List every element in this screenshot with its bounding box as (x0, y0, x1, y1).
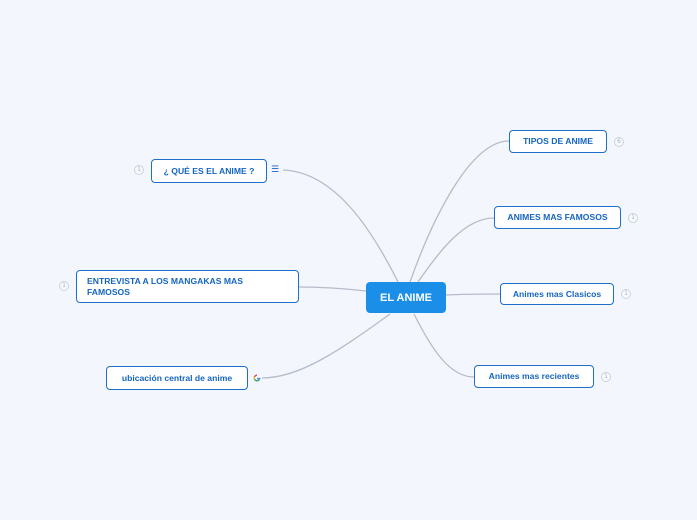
collapse-toggle-entrevista[interactable]: 1 (59, 281, 69, 291)
connector-ubicacion (261, 313, 391, 379)
topic-label: TIPOS DE ANIME (523, 136, 593, 147)
topic-label: Animes mas recientes (488, 371, 580, 382)
collapse-toggle-tipos[interactable]: 6 (614, 137, 624, 147)
collapse-toggle-que-es[interactable]: 1 (134, 165, 144, 175)
topic-label: ANIMES MAS FAMOSOS (507, 212, 608, 223)
central-topic[interactable]: EL ANIME (366, 282, 446, 313)
topic-famosos[interactable]: ANIMES MAS FAMOSOS (494, 206, 621, 229)
collapse-toggle-clasicos[interactable]: 1 (621, 289, 631, 299)
topic-label: Animes mas Clasicos (512, 288, 602, 299)
topic-entrevista[interactable]: ENTREVISTA A LOS MANGAKAS MAS FAMOSOS (76, 270, 299, 303)
google-icon[interactable] (252, 373, 262, 383)
collapse-toggle-recientes[interactable]: 1 (601, 372, 611, 382)
topic-label: ubicación central de anime (121, 372, 233, 383)
topic-ubicacion[interactable]: ubicación central de anime (106, 366, 248, 390)
topic-tipos[interactable]: TIPOS DE ANIME (509, 130, 607, 153)
connector-tipos (409, 140, 510, 283)
connector-que-es (282, 169, 399, 283)
topic-label: ENTREVISTA A LOS MANGAKAS MAS FAMOSOS (87, 276, 243, 297)
topic-que-es[interactable]: ¿ QUÉ ES EL ANIME ? (151, 159, 267, 183)
topic-label: ¿ QUÉ ES EL ANIME ? (163, 165, 255, 176)
central-topic-label: EL ANIME (380, 291, 432, 304)
connector-clasicos (445, 293, 501, 296)
topic-recientes[interactable]: Animes mas recientes (474, 365, 594, 388)
connector-entrevista (298, 286, 367, 292)
collapse-toggle-famosos[interactable]: 1 (628, 213, 638, 223)
connector-recientes (413, 313, 475, 378)
notes-icon[interactable]: ☰ (271, 165, 280, 175)
topic-clasicos[interactable]: Animes mas Clasicos (500, 283, 614, 305)
connector-famosos (417, 217, 495, 283)
